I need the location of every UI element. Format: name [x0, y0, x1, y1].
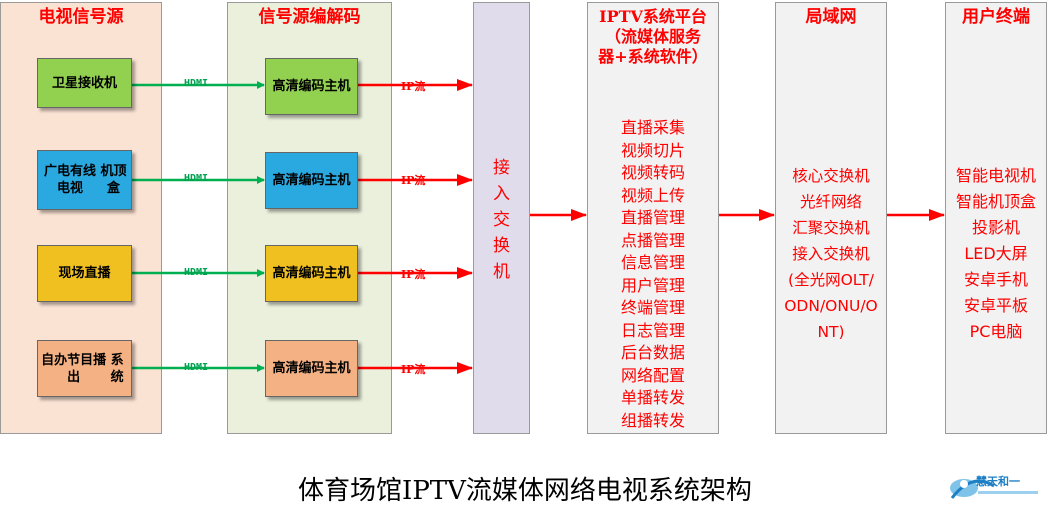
- platform-function-item: 后台数据: [620, 343, 685, 362]
- source-box-cable-set-top-box: 广电有线电视机顶盒: [37, 150, 132, 210]
- user-terminal-title: 用户终端: [962, 7, 1030, 27]
- terminal-device-item: LED大屏: [964, 244, 1028, 263]
- source-box-satellite-receiver: 卫星接收机: [37, 58, 132, 108]
- lan-component-item: 汇聚交换机: [792, 219, 870, 237]
- platform-function-item: 视频转码: [620, 163, 685, 182]
- ip-stream-label: IP流: [401, 268, 426, 281]
- user-terminal-panel: 用户终端 智能电视机智能机顶盒投影机 LED大屏安卓手机安卓平板 PC电脑: [945, 2, 1047, 434]
- platform-function-item: 信息管理: [620, 253, 685, 272]
- lan-components: 核心交换机光纤网络汇聚交换机接入交换机 (全光网OLT/ODN/ONU/O NT): [776, 163, 886, 345]
- platform-title-line: 器+系统软件）: [598, 47, 708, 66]
- platform-function-item: 日志管理: [620, 320, 685, 340]
- platform-function-item: 视频切片: [620, 140, 685, 160]
- source-label-line: 自办节目播出: [41, 352, 107, 385]
- encoder-label: 高清编码主机: [272, 173, 351, 188]
- platform-title-line: IPTV系统平台: [599, 7, 707, 26]
- platform-title-line: （流媒体服务: [604, 27, 701, 46]
- terminal-device-item: 投影机: [971, 218, 1020, 237]
- encoder-label: 高清编码主机: [272, 361, 351, 376]
- encoder-label: 高清编码主机: [272, 266, 351, 281]
- lan-component-item: 接入交换机: [792, 245, 870, 263]
- encoder-box-2: 高清编码主机: [265, 152, 358, 209]
- platform-function-item: 直播采集: [620, 118, 685, 137]
- terminal-device-item: 智能电视机: [955, 166, 1036, 185]
- hdmi-label: HDMI: [184, 78, 209, 89]
- terminal-device-item: PC电脑: [969, 322, 1023, 341]
- logo-swoosh-icon: 慧天和一: [950, 474, 1038, 499]
- hdmi-label: HDMI: [184, 362, 209, 373]
- tv-signal-source-title: 电视信号源: [38, 7, 124, 27]
- ip-stream-label: IP流: [401, 363, 426, 376]
- encoder-label: 高清编码主机: [272, 79, 351, 94]
- diagram-caption: 体育场馆IPTV流媒体网络电视系统架构: [298, 476, 752, 506]
- platform-function-item: 直播管理: [620, 208, 685, 227]
- company-logo: 慧天和一: [942, 468, 1046, 508]
- iptv-platform-functions: 直播采集视频切片视频转码视频上传直播管理点播管理信息管理用户管理终端管理日志管理…: [588, 117, 718, 432]
- lan-component-item: 核心交换机: [792, 167, 870, 185]
- switch-label-char: 换: [493, 236, 510, 256]
- lan-component-item: (全光网OLT/: [788, 271, 874, 289]
- terminal-device-item: 安卓手机: [963, 270, 1028, 289]
- encoder-box-1: 高清编码主机: [265, 58, 358, 115]
- platform-function-item: 组播转发: [620, 410, 685, 430]
- platform-function-item: 网络配置: [620, 365, 685, 385]
- platform-function-item: 终端管理: [620, 298, 685, 317]
- lan-component-item: NT): [817, 323, 845, 341]
- platform-function-item: 用户管理: [620, 275, 685, 295]
- access-switch-panel: 接入交换机: [473, 2, 530, 434]
- iptv-platform-panel: IPTV系统平台（流媒体服务器+系统软件） 直播采集视频切片视频转码视频上传直播…: [587, 2, 719, 434]
- ip-stream-label: IP流: [401, 174, 426, 187]
- terminal-device-item: 安卓平板: [963, 296, 1028, 315]
- user-terminal-devices: 智能电视机智能机顶盒投影机 LED大屏安卓手机安卓平板 PC电脑: [946, 163, 1046, 345]
- signal-codec-title: 信号源编解码: [258, 7, 361, 27]
- encoder-box-4: 高清编码主机: [265, 340, 358, 397]
- platform-function-item: 点播管理: [620, 230, 685, 250]
- switch-label-char: 接: [493, 158, 510, 178]
- lan-component-item: ODN/ONU/O: [784, 297, 878, 315]
- source-label: 卫星接收机: [51, 75, 117, 91]
- switch-label-char: 入: [493, 184, 510, 204]
- source-label-line: 机顶盒: [100, 164, 127, 196]
- source-label-line: 系统: [110, 352, 124, 385]
- source-label-line: 广电有线电视: [43, 164, 96, 196]
- source-box-live-broadcast: 现场直播: [37, 245, 132, 302]
- hdmi-label: HDMI: [184, 173, 209, 184]
- switch-label-char: 机: [493, 262, 510, 282]
- platform-function-item: 单播转发: [620, 388, 685, 407]
- source-label: 现场直播: [58, 266, 111, 281]
- ip-stream-label: IP流: [401, 80, 426, 93]
- access-switch-label: 接入交换机: [474, 155, 529, 285]
- lan-panel: 局域网 核心交换机光纤网络汇聚交换机接入交换机 (全光网OLT/ODN/ONU/O…: [775, 2, 887, 434]
- terminal-device-item: 智能机顶盒: [955, 192, 1036, 211]
- iptv-platform-title: IPTV系统平台（流媒体服务器+系统软件）: [588, 7, 718, 67]
- source-box-self-produced-program: 自办节目播出系统: [37, 340, 132, 397]
- switch-label-char: 交: [493, 210, 510, 230]
- lan-component-item: 光纤网络: [799, 193, 862, 211]
- logo-text: 慧天和一: [976, 474, 1020, 488]
- platform-function-item: 视频上传: [620, 185, 685, 205]
- encoder-box-3: 高清编码主机: [265, 245, 358, 302]
- lan-title: 局域网: [805, 7, 857, 27]
- hdmi-label: HDMI: [184, 267, 209, 278]
